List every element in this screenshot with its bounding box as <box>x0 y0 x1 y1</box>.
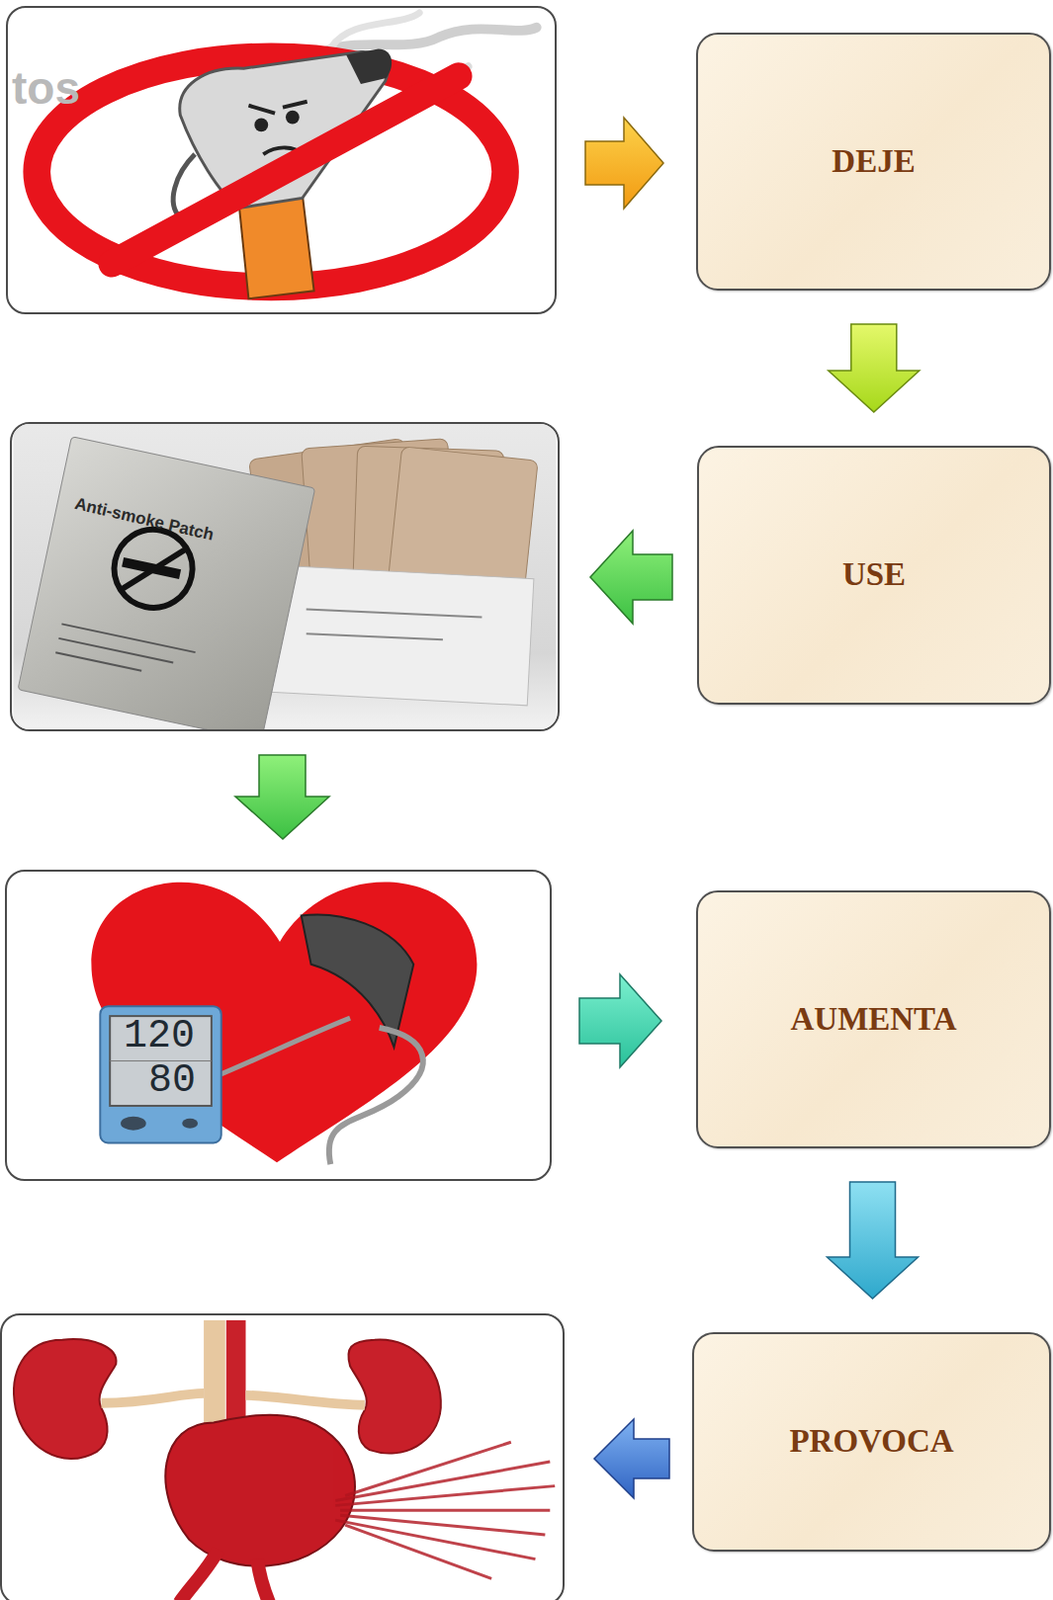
heart <box>90 882 477 1164</box>
drawing-part <box>340 1515 545 1536</box>
text-box: DEJE <box>696 32 1052 291</box>
drawing-part <box>254 118 268 133</box>
aorta <box>203 1320 246 1429</box>
monitor-button <box>181 1119 198 1130</box>
block-arrow <box>585 117 664 209</box>
text-box: AUMENTA <box>696 890 1052 1149</box>
box-label: DEJE <box>819 143 927 181</box>
block-arrow-connector <box>828 324 920 413</box>
ureter <box>101 1394 365 1406</box>
monitor-button <box>120 1117 147 1132</box>
drawing-part <box>239 193 315 300</box>
patch-panel <box>9 422 560 732</box>
blood-streaks <box>335 1442 555 1580</box>
systolic-reading: 120 <box>108 1015 210 1059</box>
block-arrow <box>594 1419 670 1499</box>
drawing-part <box>58 638 174 664</box>
drawing-part <box>345 1525 492 1580</box>
kidney <box>13 1339 116 1460</box>
box-label: USE <box>830 556 918 595</box>
kidney-panel <box>0 1314 565 1600</box>
no-smoking-panel <box>5 5 557 315</box>
drawing-part <box>17 437 316 730</box>
bladder <box>165 1415 355 1568</box>
smoke <box>331 12 420 48</box>
urethra <box>178 1550 269 1600</box>
kidney <box>348 1339 441 1454</box>
drawing-part <box>203 1320 226 1429</box>
patch-illustration <box>11 424 558 730</box>
text-box: PROVOCA <box>692 1332 1052 1553</box>
tube <box>329 1028 424 1165</box>
watermark: tos <box>11 61 81 115</box>
drawing-part <box>285 110 300 125</box>
block-arrow <box>579 974 662 1068</box>
no-smoking-illustration <box>7 7 555 313</box>
blood-pressure-panel <box>4 870 552 1182</box>
drawing-part <box>306 610 483 618</box>
drawing-part <box>335 1520 535 1560</box>
block-arrow <box>235 755 330 840</box>
drawing-part <box>55 652 142 671</box>
foil-packet <box>17 437 316 730</box>
tube <box>215 1018 351 1077</box>
drawing-part <box>345 1442 512 1496</box>
kidney-illustration <box>1 1316 563 1600</box>
block-arrow-connector <box>827 1182 919 1300</box>
text-box: USE <box>697 445 1052 705</box>
drawing-part <box>226 1320 247 1429</box>
block-arrow <box>590 530 673 624</box>
drawing-part <box>120 536 188 603</box>
drawing-part <box>306 633 443 640</box>
cuff <box>301 915 415 1049</box>
drawing-part <box>340 1509 550 1513</box>
blood-pressure-illustration <box>6 872 550 1180</box>
box-label: AUMENTA <box>778 1001 968 1040</box>
prohibition-slash <box>111 76 458 264</box>
diastolic-reading: 80 <box>108 1059 210 1104</box>
drawing-part <box>61 623 195 653</box>
monitor <box>99 1006 221 1143</box>
box-label: PROVOCA <box>777 1423 966 1462</box>
drawing-part <box>346 48 392 85</box>
drawing-part <box>248 101 307 114</box>
